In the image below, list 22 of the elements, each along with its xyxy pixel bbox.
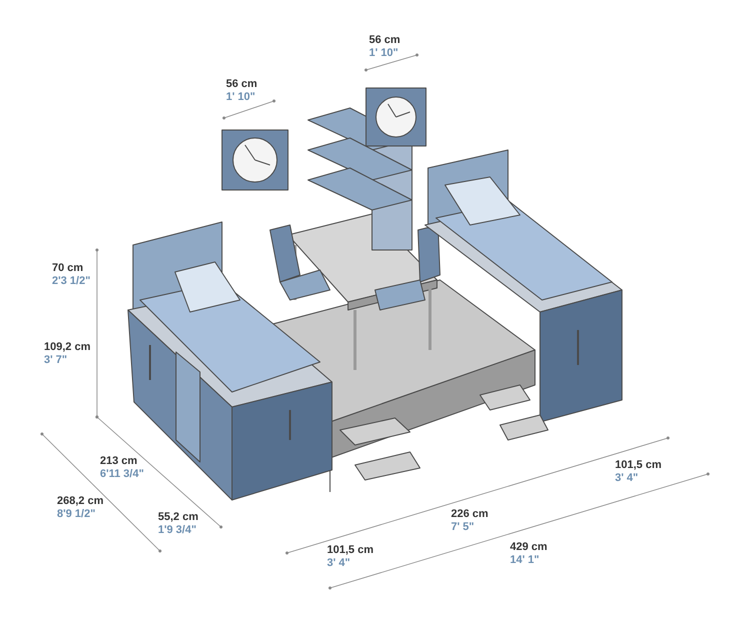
dimension-label: 1' 10" <box>226 91 256 104</box>
dimension-label: 56 cm <box>226 78 258 91</box>
dimension-label: 3' 7" <box>44 354 68 367</box>
dimension-label: 101,5 cm <box>615 459 662 472</box>
dimension-label: 2'3 1/2" <box>52 275 90 288</box>
dimension-label: 101,5 cm <box>327 544 374 557</box>
dimension-label: 14' 1" <box>510 554 540 567</box>
dimension-label: 70 cm <box>52 262 84 275</box>
dimension-label: 213 cm <box>100 455 138 468</box>
dimension-label: 429 cm <box>510 541 548 554</box>
dimension-label: 1'9 3/4" <box>158 524 196 537</box>
dimension-label: 1' 10" <box>369 47 398 60</box>
dimension-label: 3' 4" <box>615 472 638 485</box>
dimension-label: 56 cm <box>369 34 400 47</box>
dimension-label: 6'11 3/4" <box>100 468 144 481</box>
dimension-label: 268,2 cm <box>57 495 104 508</box>
dimension-label: 55,2 cm <box>158 511 198 524</box>
dimension-label: 3' 4" <box>327 557 350 570</box>
dimension-label: 7' 5" <box>451 521 474 534</box>
dimension-label: 226 cm <box>451 508 488 521</box>
dimension-label: 109,2 cm <box>44 341 90 354</box>
dimension-label: 8'9 1/2" <box>57 508 96 521</box>
